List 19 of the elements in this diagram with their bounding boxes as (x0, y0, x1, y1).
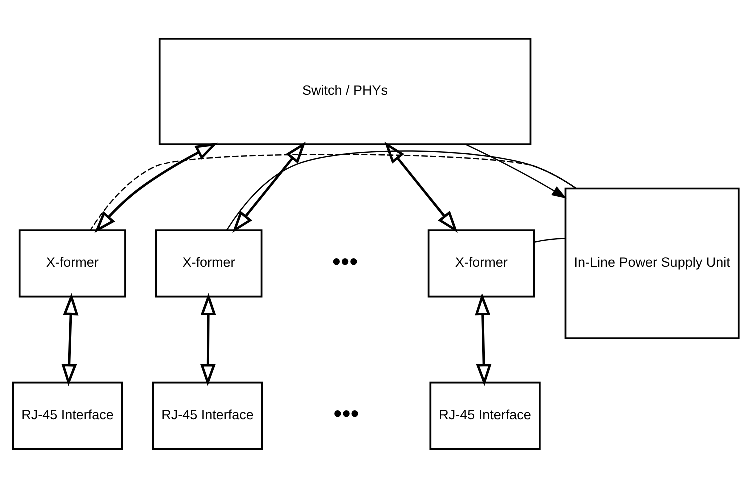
arrow (232, 141, 306, 233)
label: ••• (332, 248, 358, 276)
connector (226, 150, 577, 230)
node-box: X-former (428, 229, 536, 298)
node-box: RJ-45 Interface (152, 381, 264, 450)
node-box: X-former (18, 229, 126, 298)
label: ••• (334, 400, 360, 428)
arrow (200, 292, 216, 386)
node-box: Switch / PHYs (158, 37, 532, 145)
node-box: In-Line Power Supply Unit (564, 187, 740, 339)
connector (534, 238, 566, 242)
arrow (94, 142, 218, 233)
arrow (466, 144, 567, 198)
node-box: RJ-45 Interface (12, 381, 124, 450)
arrow (384, 141, 458, 233)
arrow (475, 292, 492, 386)
node-box: X-former (155, 229, 263, 298)
arrow (62, 292, 79, 386)
node-box: RJ-45 Interface (430, 381, 541, 450)
